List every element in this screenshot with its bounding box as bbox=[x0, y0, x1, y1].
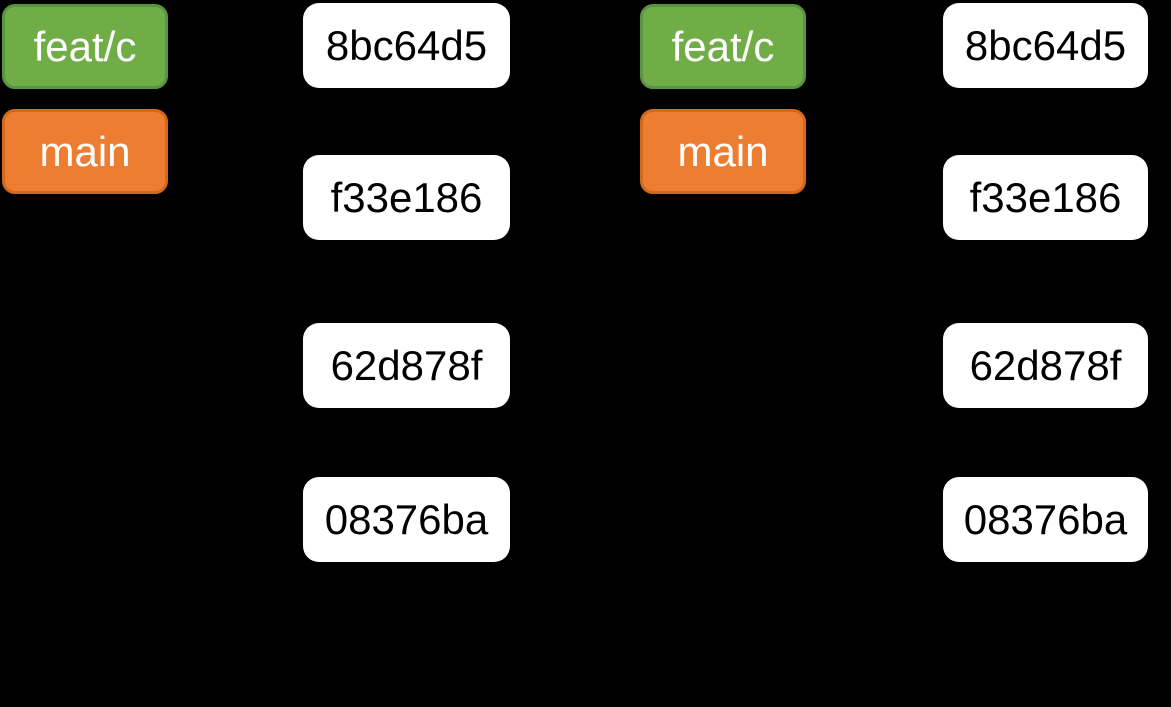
commit-hash: 62d878f bbox=[330, 341, 483, 389]
commit-box: 08376ba bbox=[303, 477, 510, 562]
branch-label-main: main bbox=[2, 109, 168, 194]
branch-label-main: main bbox=[640, 109, 806, 194]
commit-box: 8bc64d5 bbox=[303, 3, 510, 88]
branch-label-text: feat/c bbox=[33, 22, 137, 70]
branch-label-text: main bbox=[677, 127, 769, 175]
commit-hash: f33e186 bbox=[330, 173, 483, 221]
commit-box: 62d878f bbox=[303, 323, 510, 408]
commit-box: f33e186 bbox=[303, 155, 510, 240]
commit-hash: f33e186 bbox=[969, 173, 1122, 221]
commit-box: 8bc64d5 bbox=[943, 3, 1148, 88]
commit-box: 62d878f bbox=[943, 323, 1148, 408]
commit-box: f33e186 bbox=[943, 155, 1148, 240]
branch-label-feat-c: feat/c bbox=[2, 4, 168, 89]
commit-hash: 62d878f bbox=[969, 341, 1122, 389]
commit-hash: 8bc64d5 bbox=[964, 21, 1127, 69]
branch-label-text: feat/c bbox=[671, 22, 775, 70]
commit-hash: 08376ba bbox=[963, 495, 1128, 543]
commit-hash: 08376ba bbox=[324, 495, 489, 543]
branch-label-text: main bbox=[39, 127, 131, 175]
commit-hash: 8bc64d5 bbox=[325, 21, 488, 69]
branch-label-feat-c: feat/c bbox=[640, 4, 806, 89]
commit-box: 08376ba bbox=[943, 477, 1148, 562]
